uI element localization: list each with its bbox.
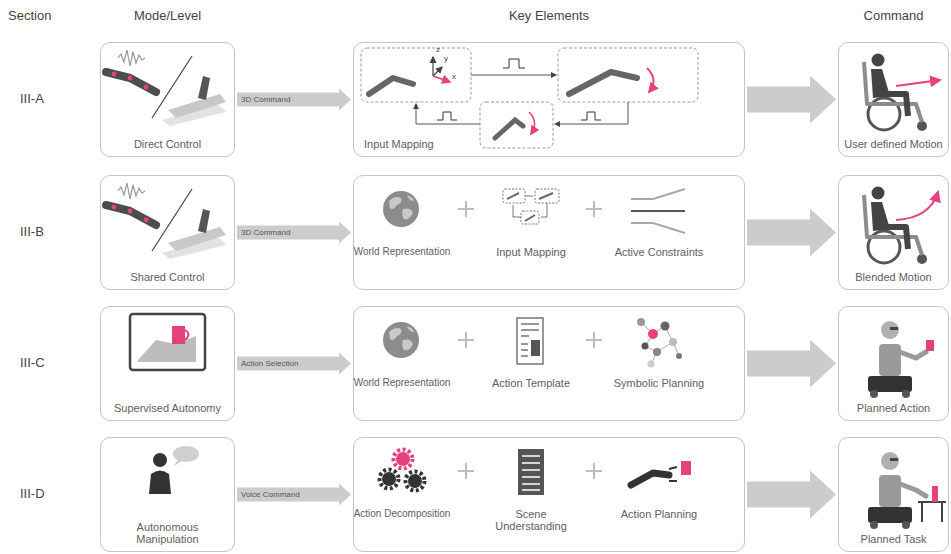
wheelchair-user-icon <box>864 54 940 132</box>
edge-label: Action Selection <box>241 359 298 369</box>
section-number: III-C <box>20 355 80 370</box>
edge-label: Voice Command <box>241 490 300 500</box>
shared-control-elements <box>383 189 685 233</box>
key-elements-box: Action Decomposition Scene Understanding A… <box>353 437 745 552</box>
element-label: Active Constraints <box>609 246 709 258</box>
key-elements-box: Input Mapping <box>353 42 745 157</box>
mode-box: Supervised Autonomy <box>100 306 235 421</box>
box-label: Supervised Autonomy <box>105 402 230 414</box>
axis-label: x <box>452 72 460 82</box>
command-box: Blended Motion <box>838 175 949 290</box>
robot-icon <box>868 321 934 398</box>
command-arrow <box>237 353 351 375</box>
key-elements-box: World Representation Action Template Symbo… <box>353 306 745 421</box>
screen-icon <box>130 314 205 370</box>
flow-arrow <box>747 209 836 257</box>
axis-label: z <box>436 45 444 55</box>
column-header: Mode/Level <box>100 8 235 23</box>
command-arrow <box>237 484 351 506</box>
element-label: Action Decomposition <box>352 508 452 520</box>
autonomous-elements <box>380 449 692 495</box>
element-label: World Representation <box>352 246 452 258</box>
edge-label: 3D Command <box>241 95 290 105</box>
element-label: Action Template <box>481 377 581 389</box>
element-label: World Representation <box>352 377 452 389</box>
edge-label: 3D Command <box>241 228 290 238</box>
element-label: Symbolic Planning <box>609 377 709 389</box>
box-label: Autonomous Manipulation <box>105 521 230 545</box>
arm-joystick-icon <box>106 50 226 126</box>
column-header: Command <box>838 8 949 23</box>
speaking-person-icon <box>149 446 199 494</box>
element-label: Input Mapping <box>481 246 581 258</box>
element-label: Action Planning <box>609 508 709 520</box>
command-box: Planned Action <box>838 306 949 421</box>
element-label: Scene Understanding <box>481 508 581 532</box>
section-number: III-A <box>20 91 80 106</box>
section-number: III-B <box>20 224 80 239</box>
supervised-autonomy-elements <box>383 318 682 368</box>
mode-box: Shared Control <box>100 175 235 290</box>
key-elements-box: World Representation Input Mapping Active … <box>353 175 745 290</box>
box-label: Shared Control <box>105 271 230 283</box>
flow-arrow <box>747 340 836 388</box>
box-label: Planned Task <box>843 533 944 545</box>
command-arrow <box>237 89 351 111</box>
column-header: Key Elements <box>353 8 745 23</box>
arm-joystick-icon <box>106 183 226 259</box>
command-box: Planned Task <box>838 437 949 552</box>
flow-arrow <box>747 471 836 519</box>
robot-table-icon <box>868 452 946 529</box>
command-box: User defined Motion <box>838 42 949 157</box>
box-label: Blended Motion <box>843 271 944 283</box>
wheelchair-user-icon <box>864 187 938 265</box>
command-arrow <box>237 222 351 244</box>
element-label: Input Mapping <box>364 138 434 150</box>
box-label: Planned Action <box>843 402 944 414</box>
axis-label: y <box>444 54 452 64</box>
flow-arrow <box>747 76 836 124</box>
box-label: Direct Control <box>105 138 230 150</box>
mode-box: Direct Control <box>100 42 235 157</box>
mode-box: Autonomous Manipulation <box>100 437 235 552</box>
column-header: Section <box>8 8 78 23</box>
section-number: III-D <box>20 486 80 501</box>
input-mapping-illustration <box>361 48 698 148</box>
box-label: User defined Motion <box>843 138 944 150</box>
